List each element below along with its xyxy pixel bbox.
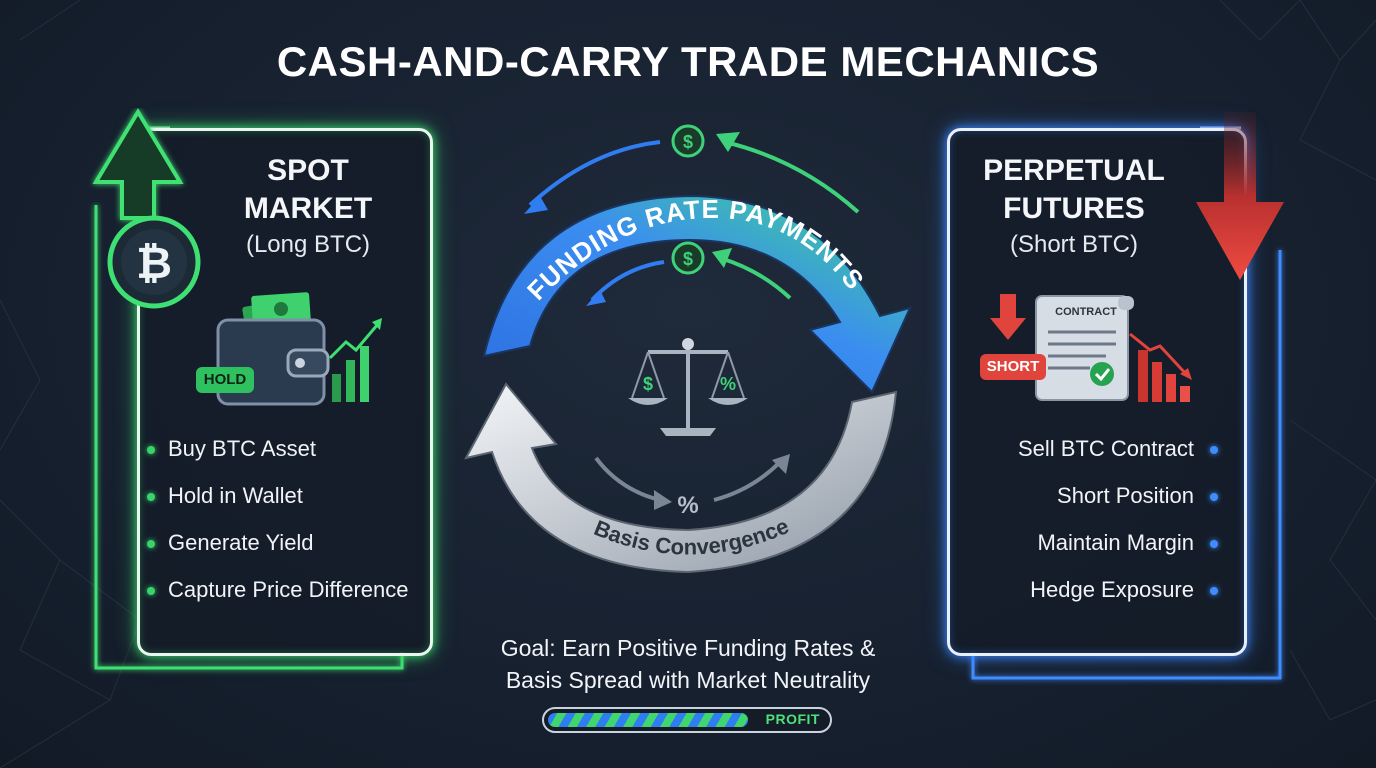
balance-scale-icon: $ % <box>628 338 748 436</box>
spot-bullet-4: Capture Price Difference <box>168 577 409 602</box>
dollar-symbol: $ <box>683 132 693 152</box>
bullet-dot <box>1210 540 1218 548</box>
thin-arrow-top-left <box>528 140 661 207</box>
goal-line2: Basis Spread with Market Neutrality <box>505 667 871 693</box>
futures-title-line2: FUTURES <box>1003 192 1145 225</box>
thin-arrow-top-right <box>724 140 860 214</box>
hold-tag: HOLD <box>196 367 254 393</box>
cycle-diagram: FUNDING RATE PAYMENTS $ $ Basis Converge… <box>464 124 912 574</box>
futures-bullet-2: Short Position <box>1057 483 1194 508</box>
futures-bullet-4: Hedge Exposure <box>1030 577 1194 602</box>
funding-arc <box>482 194 912 394</box>
futures-bullet-3: Maintain Margin <box>1037 530 1194 555</box>
scale-dollar: $ <box>643 374 653 394</box>
bullet-dot <box>1210 587 1218 595</box>
bullet-dot <box>147 493 155 501</box>
goal-line1: Goal: Earn Positive Funding Rates & <box>500 635 876 661</box>
bullet-dot <box>147 446 155 454</box>
page-title: CASH-AND-CARRY TRADE MECHANICS <box>276 38 1100 85</box>
bullet-dot <box>1210 493 1218 501</box>
short-tag: SHORT <box>980 354 1046 380</box>
wallet-icon <box>216 292 382 406</box>
percent-symbol: % <box>677 492 698 519</box>
goal-text: Goal: Earn Positive Funding Rates & Basi… <box>470 632 906 696</box>
down-arrow-icon <box>1196 112 1284 280</box>
bullet-dot <box>147 540 155 548</box>
futures-bullet-1: Sell BTC Contract <box>1017 436 1194 461</box>
up-arrow-icon <box>92 108 184 220</box>
bullet-dot <box>1210 446 1218 454</box>
bitcoin-icon: ₿ <box>107 215 201 309</box>
futures-title-line1: PERPETUAL <box>983 154 1165 187</box>
spot-title-line1: SPOT <box>267 154 349 187</box>
basis-arc <box>464 382 898 574</box>
dollar-badge-icon <box>671 241 705 275</box>
svg-text:₿: ₿ <box>136 239 172 288</box>
profit-progress-fill <box>548 713 748 727</box>
dollar-badge-icon <box>671 124 705 158</box>
contract-label: CONTRACT <box>1055 306 1117 318</box>
spot-title-line2: MARKET <box>243 192 373 225</box>
spot-subtitle: (Long BTC) <box>245 231 371 258</box>
profit-label: PROFIT <box>765 711 820 727</box>
futures-subtitle: (Short BTC) <box>1009 231 1138 258</box>
spot-bullet-2: Hold in Wallet <box>168 483 303 508</box>
contract-icon <box>990 294 1192 402</box>
bullet-dot <box>147 587 155 595</box>
spot-bullet-1: Buy BTC Asset <box>168 436 316 461</box>
spot-bullet-3: Generate Yield <box>168 530 314 555</box>
perpetual-futures-panel <box>947 128 1247 656</box>
profit-progress-bar: PROFIT <box>542 707 832 733</box>
dollar-symbol: $ <box>683 249 693 269</box>
scale-percent: % <box>720 374 736 394</box>
